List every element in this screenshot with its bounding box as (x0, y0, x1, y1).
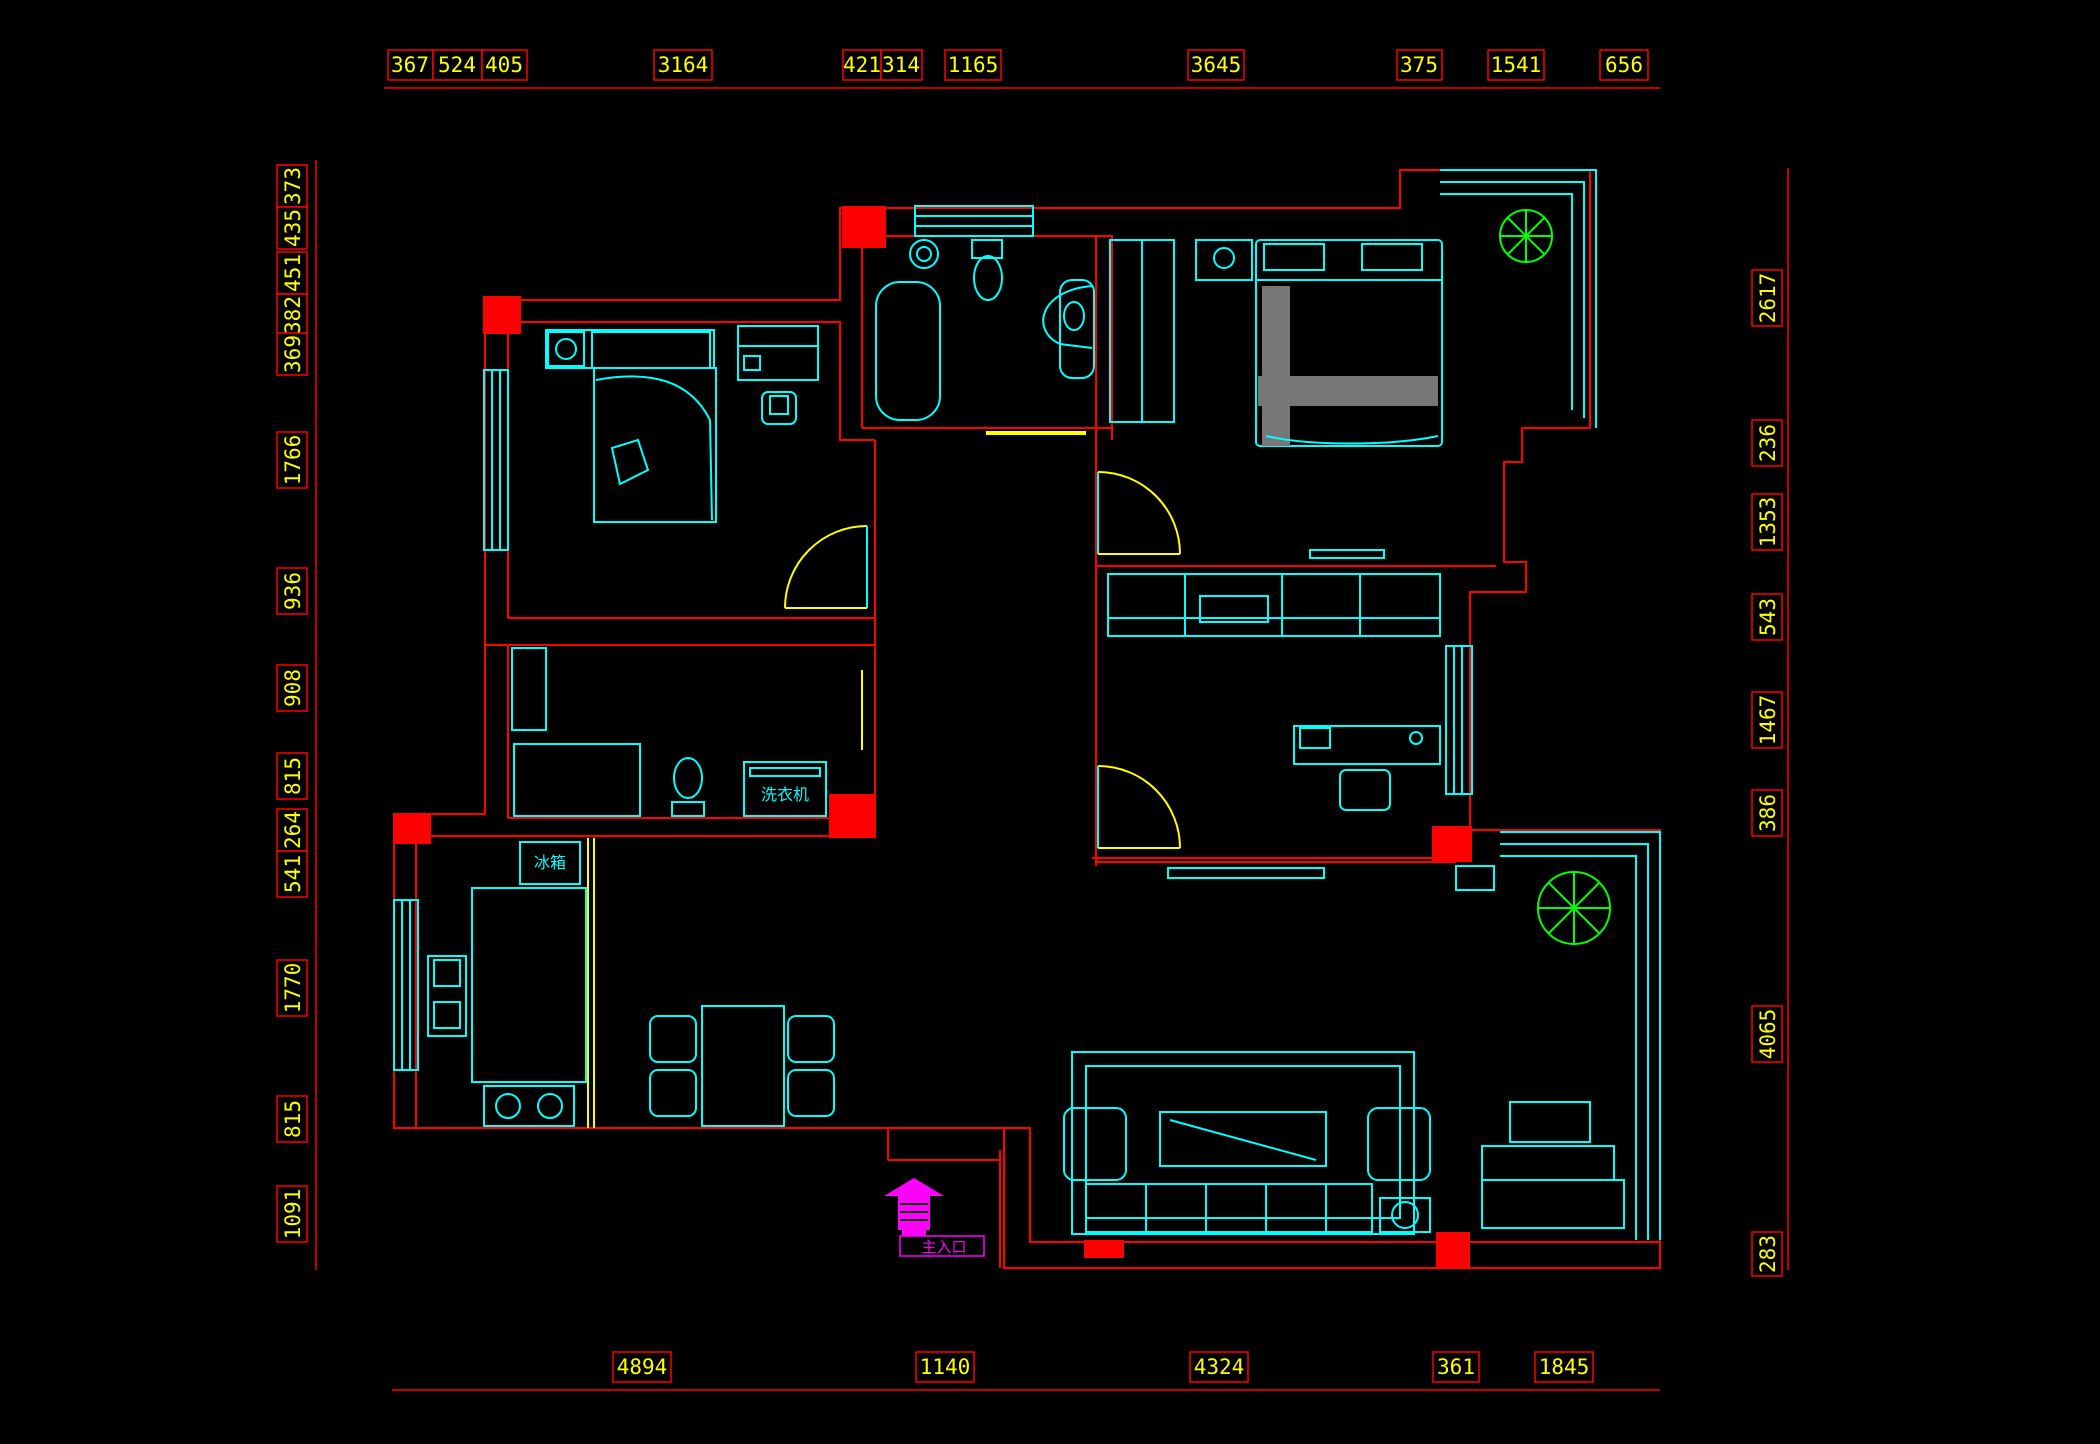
dim-top-10: 1541 (1491, 53, 1542, 77)
dim-left-3: 451 (281, 254, 305, 292)
study-room (1107, 573, 1441, 811)
living-room (1063, 865, 1625, 1235)
entrance-marker: 主入口 (884, 1178, 985, 1257)
dim-left-1: 373 (281, 167, 305, 205)
kitchen: 冰箱 (427, 841, 587, 1127)
dim-left-11: 541 (281, 855, 305, 893)
wall-columns (393, 206, 1472, 1268)
dim-top-3: 405 (485, 53, 523, 77)
utility-room: 洗衣机 (511, 647, 827, 817)
entrance-label: 主入口 (921, 1238, 966, 1256)
dim-top-1: 367 (391, 53, 429, 77)
dim-left-5: 369 (281, 335, 305, 373)
dim-top-4: 3164 (658, 53, 709, 77)
dimensions-top: 367 524 405 3164 421 314 1165 3645 375 1… (387, 49, 1649, 81)
dim-left-13: 815 (281, 1100, 305, 1138)
dim-left-2: 435 (281, 209, 305, 247)
walls (393, 169, 1661, 1269)
dim-right-4: 543 (1756, 598, 1780, 636)
dim-left-7: 936 (281, 572, 305, 610)
dim-right-3: 1353 (1756, 497, 1780, 548)
dim-bottom-3: 4324 (1194, 1355, 1245, 1379)
fridge-label: 冰箱 (534, 853, 566, 872)
dim-top-6: 314 (882, 53, 920, 77)
dim-top-9: 375 (1400, 53, 1438, 77)
dim-bottom-5: 1845 (1539, 1355, 1590, 1379)
doors (587, 433, 1181, 1128)
dim-right-1: 2617 (1756, 273, 1780, 324)
dim-bottom-1: 4894 (617, 1355, 668, 1379)
dim-left-14: 1091 (281, 1189, 305, 1240)
master-bedroom (1109, 239, 1443, 447)
dimensions-left: 373 435 451 382 369 1766 936 908 815 264… (276, 164, 308, 1243)
washer-label: 洗衣机 (761, 785, 809, 804)
dimension-lines (315, 87, 1789, 1391)
dimensions-right: 2617 236 1353 543 1467 386 4065 283 (1751, 269, 1783, 1277)
dim-left-9: 815 (281, 757, 305, 795)
dim-top-11: 656 (1605, 53, 1643, 77)
bathroom (875, 239, 1095, 433)
dim-left-8: 908 (281, 669, 305, 707)
dimensions-bottom: 4894 1140 4324 361 1845 (612, 1351, 1594, 1383)
second-bedroom (545, 325, 819, 523)
dim-bottom-4: 361 (1437, 1355, 1475, 1379)
plant-icon (1499, 209, 1611, 945)
dim-right-6: 386 (1756, 794, 1780, 832)
dim-left-12: 1770 (281, 963, 305, 1014)
windows (393, 169, 1661, 1240)
dining-table (649, 1005, 835, 1127)
dim-bottom-2: 1140 (920, 1355, 971, 1379)
dim-right-5: 1467 (1756, 695, 1780, 746)
dim-left-4: 382 (281, 296, 305, 334)
dim-right-8: 283 (1756, 1235, 1780, 1273)
dim-top-7: 1165 (948, 53, 999, 77)
dim-left-6: 1766 (281, 435, 305, 486)
dim-left-10: 264 (281, 811, 305, 849)
dim-right-2: 236 (1756, 424, 1780, 462)
dim-top-2: 524 (438, 53, 476, 77)
dim-top-8: 3645 (1191, 53, 1242, 77)
dim-top-5: 421 (843, 53, 881, 77)
dim-right-7: 4065 (1756, 1009, 1780, 1060)
